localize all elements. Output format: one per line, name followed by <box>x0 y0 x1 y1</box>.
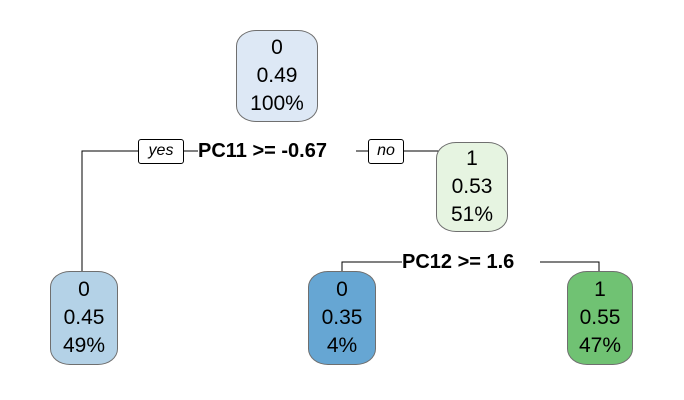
node-rl-class: 0 <box>336 278 348 301</box>
node-right-pct: 51% <box>450 203 494 226</box>
edge-label-yes: yes <box>138 139 184 164</box>
node-left: 0 0.45 49% <box>50 271 118 365</box>
node-right-class: 1 <box>466 147 478 170</box>
node-rr-class: 1 <box>594 278 606 301</box>
split-label-right: PC12 >= 1.6 <box>402 250 515 274</box>
node-right: 1 0.53 51% <box>436 142 508 232</box>
node-rr-pct: 47% <box>578 334 622 357</box>
edge-root-left <box>81 150 198 278</box>
node-rl-prob: 0.35 <box>321 306 363 329</box>
node-right-prob: 0.53 <box>451 175 493 198</box>
node-root: 0 0.49 100% <box>236 30 318 122</box>
node-root-pct: 100% <box>250 92 304 115</box>
node-rr-prob: 0.55 <box>579 306 621 329</box>
node-right-left: 0 0.35 4% <box>308 271 376 365</box>
edge-label-no: no <box>368 139 404 164</box>
node-root-class: 0 <box>271 36 283 59</box>
node-left-prob: 0.45 <box>63 306 105 329</box>
node-rl-pct: 4% <box>326 334 358 357</box>
node-left-pct: 49% <box>62 334 106 357</box>
split-label-root: PC11 >= -0.67 <box>198 139 327 163</box>
node-right-right: 1 0.55 47% <box>567 271 633 365</box>
node-left-class: 0 <box>78 278 90 301</box>
node-root-prob: 0.49 <box>256 64 298 87</box>
